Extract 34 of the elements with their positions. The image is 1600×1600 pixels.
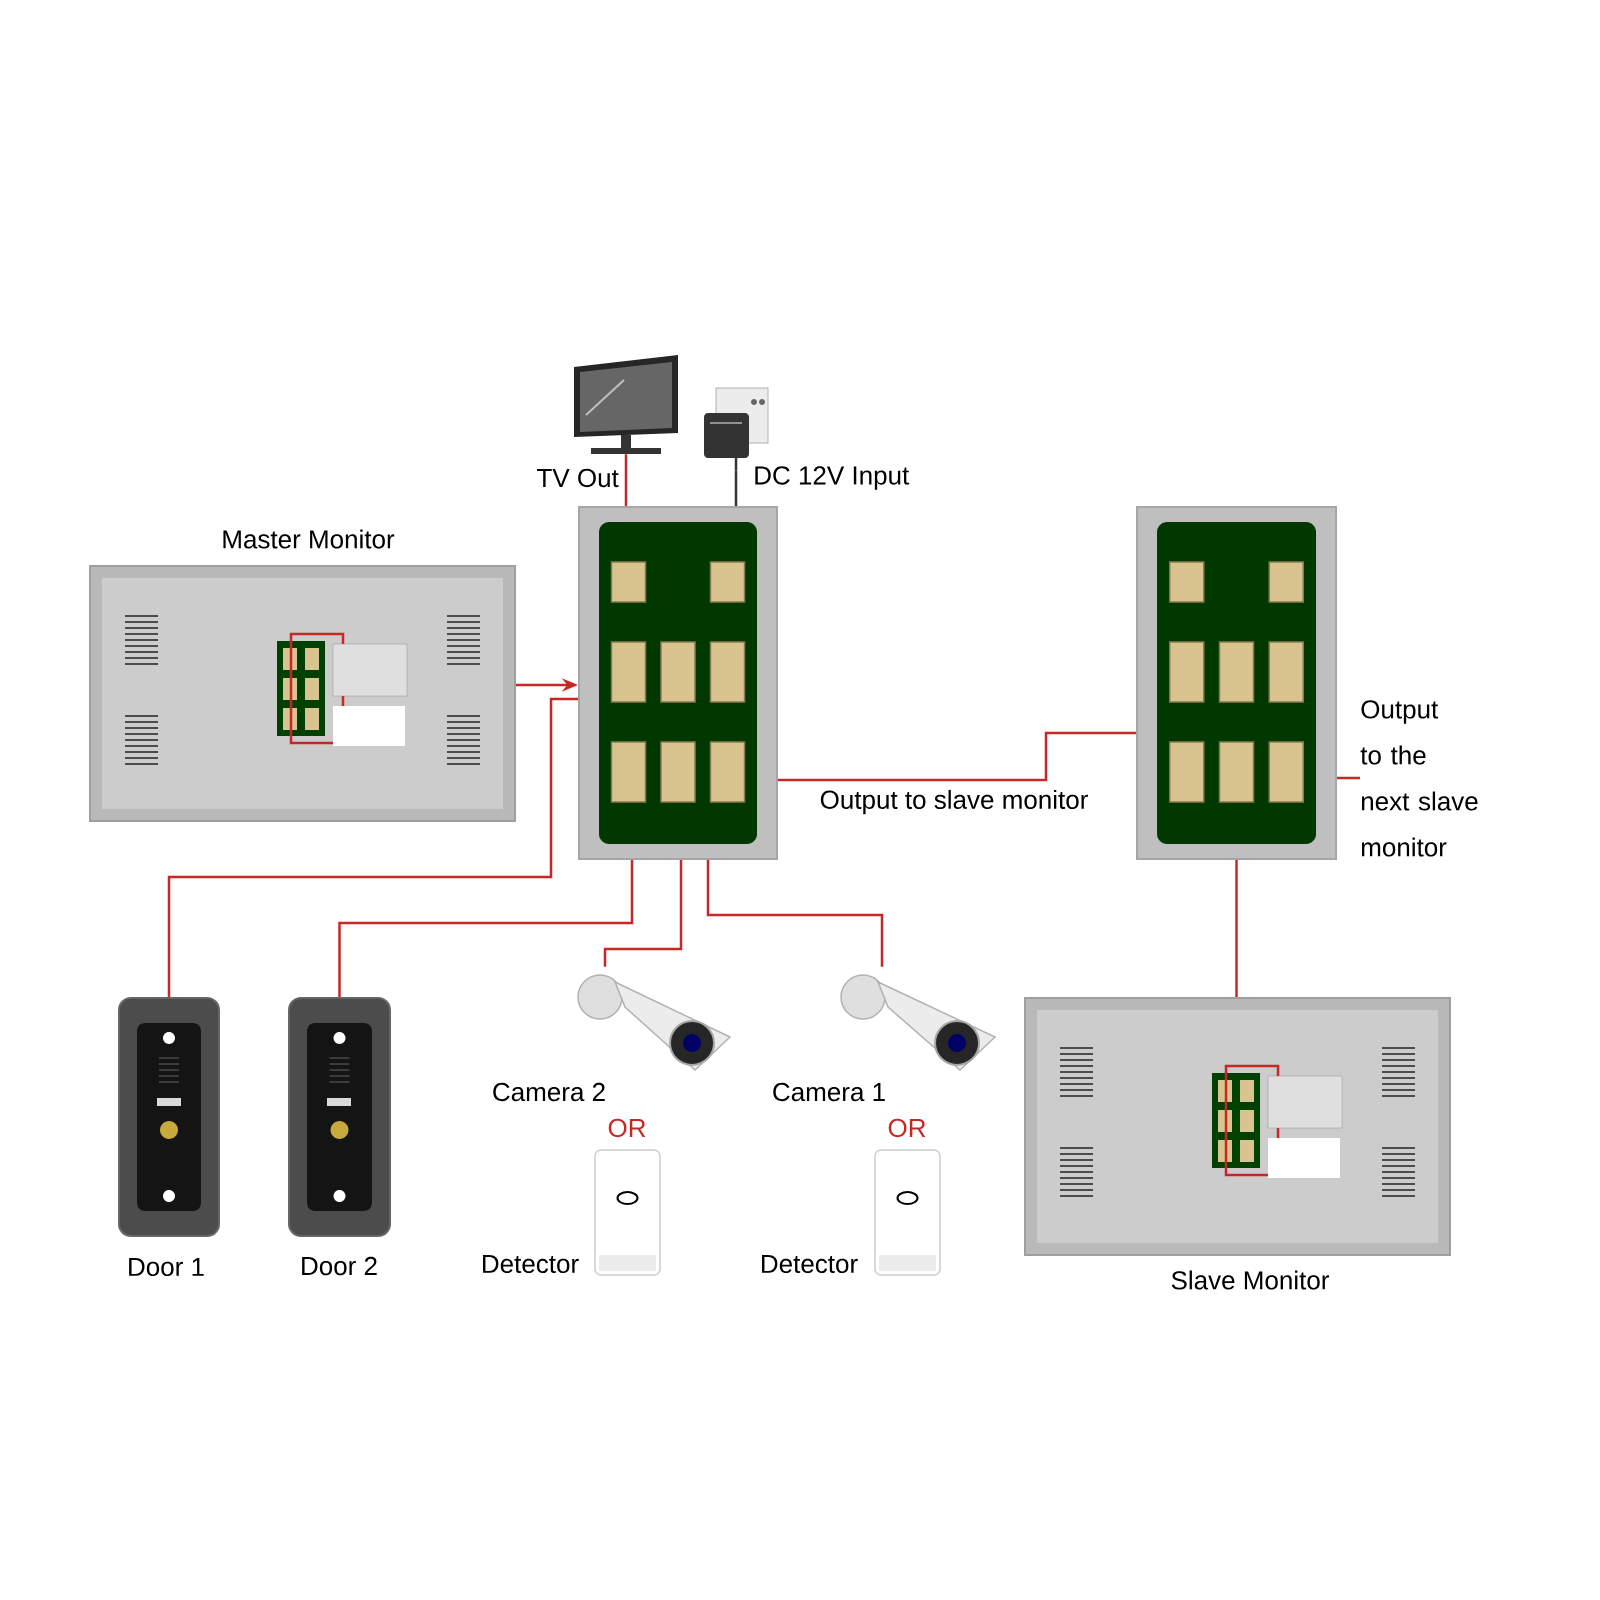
detector-drawing (874, 1149, 941, 1276)
tv-drawing (574, 355, 678, 454)
wire (624, 454, 628, 506)
device-caption: Camera 2 (493, 1082, 605, 1102)
or-label: OR (608, 1118, 646, 1138)
wire (1337, 776, 1360, 780)
edge-label: Output to slave monitor (817, 787, 1091, 817)
wire (167, 697, 578, 997)
device-caption: Slave Monitor (1171, 1270, 1330, 1290)
wire (1235, 860, 1238, 997)
board-drawing (1136, 506, 1337, 860)
detector-drawing (594, 1149, 661, 1276)
note-text: Output to the next slave monitor (1360, 700, 1478, 857)
wire (734, 470, 738, 506)
device-caption: Detector (762, 1254, 858, 1274)
wire (706, 860, 884, 967)
device-caption: Door 2 (302, 1256, 377, 1276)
camera-drawing (840, 974, 997, 1072)
device-caption: Door 1 (129, 1257, 204, 1277)
device-caption: Master Monitor (223, 529, 395, 549)
monitor-drawing (1024, 997, 1451, 1256)
device-caption: DC 12V Input (755, 466, 910, 490)
wire (778, 731, 1136, 782)
device-caption: Detector (483, 1254, 579, 1274)
device-caption: TV Out (537, 468, 619, 488)
device-caption: Camera 1 (773, 1082, 885, 1102)
board-drawing (578, 506, 778, 860)
door-drawing (118, 997, 220, 1237)
or-label: OR (888, 1118, 926, 1138)
wire (338, 860, 634, 997)
camera-drawing (577, 974, 732, 1072)
wire (603, 860, 683, 967)
door-drawing (288, 997, 391, 1237)
monitor-drawing (89, 565, 516, 822)
